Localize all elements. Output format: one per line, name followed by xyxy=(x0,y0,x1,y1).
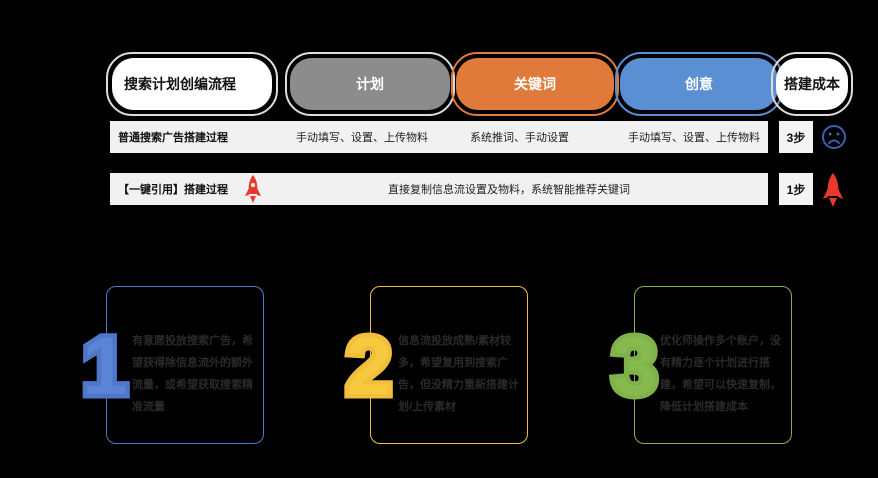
rocket-icon xyxy=(822,172,844,208)
scenario-number: 3 xyxy=(608,321,663,412)
header-title: 搜索计划创编流程 xyxy=(112,58,272,110)
scenario-card-2 xyxy=(370,286,528,444)
cost-column-header: 搭建成本 xyxy=(776,58,848,110)
row-title: 普通搜索广告搭建过程 xyxy=(118,132,228,144)
row-steps: 3步 xyxy=(779,121,813,153)
scenario-number-fill: 2 xyxy=(346,321,392,412)
rocket-icon xyxy=(244,174,262,204)
scenario-card-1 xyxy=(106,286,264,444)
plan-column-header: 计划 xyxy=(290,58,450,110)
scenario-number-fill: 3 xyxy=(612,321,658,412)
scenario-number-fill: 1 xyxy=(82,321,128,412)
row-creative-cell: 手动填写、设置、上传物料 xyxy=(628,132,760,144)
row-steps: 1步 xyxy=(779,173,813,205)
plan-column-frame xyxy=(285,52,455,116)
scenario-text: 优化师操作多个账户，没有精力逐个计划进行搭建，希望可以快速复制，降低计划搭建成本 xyxy=(660,335,781,413)
row-title: 【一键引用】搭建过程 xyxy=(118,184,228,196)
sad-face-icon xyxy=(821,124,847,150)
one-click-build-row: 【一键引用】搭建过程 直接复制信息流设置及物料，系统智能推荐关键词 xyxy=(110,173,768,205)
scenario-card-3 xyxy=(634,286,792,444)
creative-column-header: 创意 xyxy=(620,58,778,110)
scenario-text: 信息流投放成熟/素材较多，希望复用到搜索广告，但没精力重新搭建计划/上传素材 xyxy=(398,335,519,413)
cost-column-frame xyxy=(771,52,853,116)
keyword-column-header: 关键词 xyxy=(456,58,614,110)
scenario-number: 2 xyxy=(342,321,397,412)
row-keyword-cell: 系统推词、手动设置 xyxy=(470,132,569,144)
header-title-frame xyxy=(106,52,278,116)
row-merged-cell: 直接复制信息流设置及物料，系统智能推荐关键词 xyxy=(388,184,630,196)
normal-build-row: 普通搜索广告搭建过程 手动填写、设置、上传物料 系统推词、手动设置 手动填写、设… xyxy=(110,121,768,153)
keyword-column-frame xyxy=(451,52,619,116)
row-plan-cell: 手动填写、设置、上传物料 xyxy=(296,132,428,144)
scenario-text: 有意愿投放搜索广告，希望获得除信息流外的额外流量，或希望获取搜索精准流量 xyxy=(132,335,253,413)
scenario-number: 1 xyxy=(78,321,133,412)
